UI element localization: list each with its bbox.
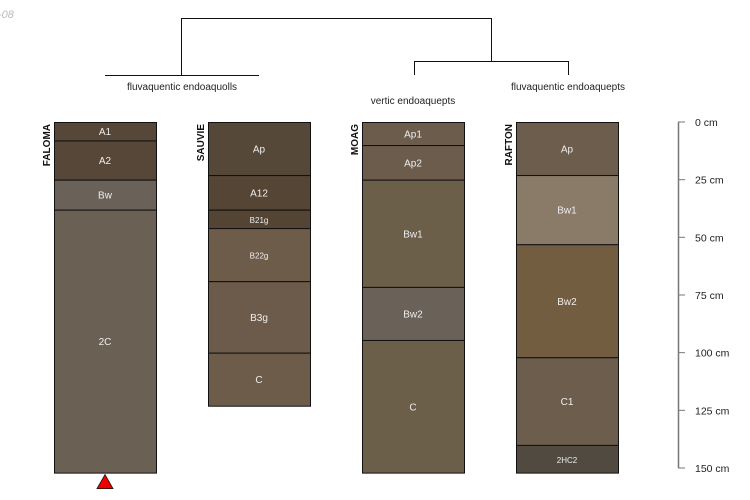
corner-text: -08 [0, 9, 15, 21]
horizon-bw1 [362, 179, 465, 288]
horizon-bw2 [516, 244, 619, 359]
dendrogram-label-vertic-endoaquepts: vertic endoaquepts [371, 96, 456, 107]
horizon-label: A2 [99, 156, 112, 167]
depth-tick-label: 75 cm [695, 290, 724, 302]
dendrogram-root-branch [181, 18, 492, 75]
profile-name: FALOMA [42, 124, 53, 166]
horizon-label: Ap [561, 145, 574, 156]
horizon-label: Bw1 [557, 206, 577, 217]
horizon-label: B21g [250, 216, 269, 225]
depth-tick-label: 150 cm [695, 463, 730, 475]
horizon-2c [54, 209, 157, 474]
horizon-label: Ap1 [404, 130, 422, 141]
horizon-label: C1 [561, 397, 574, 408]
horizon-c1 [516, 357, 619, 446]
horizon-label: Bw2 [557, 297, 577, 308]
depth-axis: 0 cm 25 cm 50 cm 75 cm 100 cm 125 cm 150 cm [677, 117, 730, 475]
red-triangle-marker [96, 473, 114, 490]
profile-name: MOAG [350, 124, 361, 155]
horizon-label: 2C [99, 337, 112, 348]
dendrogram-label-fluvaquentic-endoaquepts: fluvaquentic endoaquepts [511, 82, 625, 93]
depth-tick-label: 50 cm [695, 232, 724, 244]
horizon-ap2 [362, 145, 465, 181]
horizon-label: C [409, 402, 416, 413]
horizon-label: B3g [250, 313, 268, 324]
horizon-label: Bw2 [403, 309, 423, 320]
depth-tick-label: 100 cm [695, 348, 730, 360]
horizon-label: Bw [98, 191, 113, 202]
depth-tick-label: 0 cm [695, 117, 718, 129]
horizon-label: B22g [250, 252, 269, 261]
horizon-b3g [208, 281, 311, 354]
horizon-c [208, 352, 311, 407]
dendrogram [105, 18, 569, 76]
horizon-ap [516, 122, 619, 177]
dendrogram-right-branch [414, 61, 569, 75]
horizon-label: Bw1 [403, 229, 423, 240]
horizon-label: A1 [99, 127, 112, 138]
horizon-label: Ap2 [404, 158, 422, 169]
horizon-b22g [208, 228, 311, 283]
horizon-a12 [208, 175, 311, 211]
horizon-label: Ap [253, 145, 266, 156]
horizon-ap [208, 122, 311, 177]
profile-name: RAFTON [504, 124, 515, 165]
horizon-2hc2 [516, 444, 619, 474]
horizon-label: C [255, 375, 262, 386]
dendrogram-label-fluvaquentic-endoaquolls: fluvaquentic endoaquolls [127, 82, 237, 93]
profile-name: SAUVIE [196, 124, 207, 162]
horizon-a2 [54, 140, 157, 181]
horizon-label: A12 [250, 188, 268, 199]
horizon-label: 2HC2 [557, 456, 578, 465]
horizon-bw2 [362, 286, 465, 341]
horizon-c [362, 339, 465, 474]
horizon-bw1 [516, 175, 619, 246]
depth-tick-label: 25 cm [695, 175, 724, 187]
depth-tick-label: 125 cm [695, 405, 730, 417]
